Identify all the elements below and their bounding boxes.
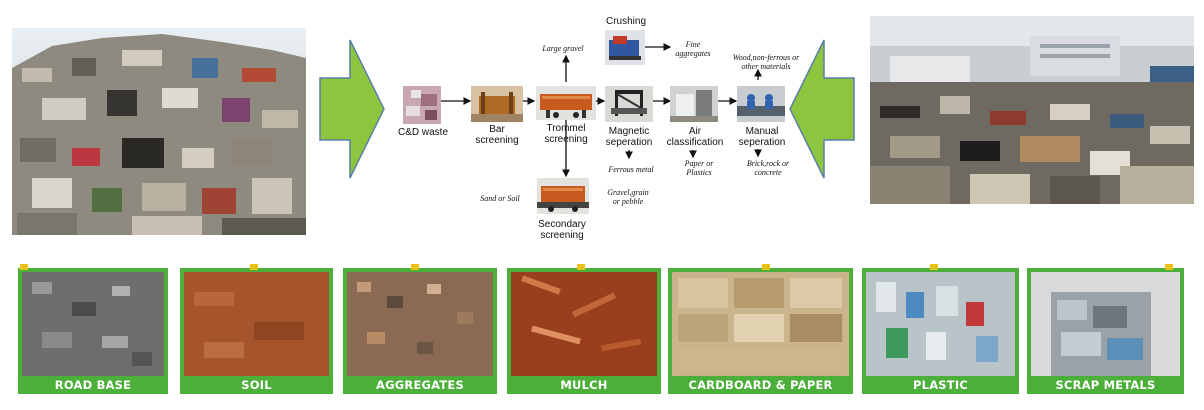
brick-label: Brick,rock or concrete <box>746 159 790 177</box>
cardboard-image <box>672 272 849 376</box>
ferrous-label: Ferrous metal <box>608 165 654 174</box>
secondary-screening-image <box>537 178 589 214</box>
gravel-label: Gravel,grain or pebble <box>607 188 649 206</box>
secondary-label: Secondary screening <box>538 219 586 241</box>
crushing-label: Crushing <box>605 16 647 27</box>
bar-screening-image <box>471 86 523 122</box>
product-label: SOIL <box>241 378 272 392</box>
air-label: Air classification <box>666 126 724 148</box>
soil-image <box>184 272 329 376</box>
manual-separation-image <box>737 86 785 122</box>
sand-label: Sand or Soil <box>480 194 520 203</box>
crushing-image <box>605 30 645 65</box>
large-gravel-label: Large gravel <box>542 44 584 53</box>
product-tile-mulch: MULCH <box>507 264 661 394</box>
product-tile-plastic: PLASTIC <box>862 264 1019 394</box>
magnetic-label: Magnetic seperation <box>605 126 653 148</box>
product-label: PLASTIC <box>913 378 968 392</box>
product-tile-aggregates: AGGREGATES <box>343 264 497 394</box>
trommel-label: Trommel screening <box>544 123 588 145</box>
product-label: MULCH <box>560 378 608 392</box>
product-label: SCRAP METALS <box>1055 378 1156 392</box>
product-tile-scrap-metals: SCRAP METALS <box>1027 264 1184 394</box>
paper-label: Paper or Plastics <box>684 159 714 177</box>
magnetic-image <box>605 86 653 122</box>
wood-label: Wood,non-ferrous or other materials <box>732 53 800 71</box>
cd-waste-image <box>403 86 441 124</box>
waste-field-photo <box>870 16 1194 204</box>
cd-waste-label: C&D waste <box>397 127 448 138</box>
product-label: CARDBOARD & PAPER <box>688 378 833 392</box>
product-tile-cardboard-paper: CARDBOARD & PAPER <box>668 264 853 394</box>
plastic-image <box>866 272 1015 376</box>
fine-aggregates-label: Fine aggregates <box>675 40 711 58</box>
aggregates-image <box>347 272 493 376</box>
product-label: AGGREGATES <box>376 378 464 392</box>
waste-pile-photo <box>12 28 306 235</box>
product-tile-road-base: ROAD BASE <box>18 264 168 394</box>
trommel-image <box>536 86 596 120</box>
scrap-metals-image <box>1031 272 1180 376</box>
bar-screening-label: Bar screening <box>475 124 519 146</box>
arrow-right-icon <box>319 39 385 179</box>
product-tile-soil: SOIL <box>180 264 333 394</box>
mulch-image <box>511 272 657 376</box>
road-base-image <box>22 272 164 376</box>
air-classification-image <box>670 86 718 122</box>
manual-label: Manual seperation <box>738 126 786 148</box>
product-label: ROAD BASE <box>54 378 132 392</box>
arrow-left-icon <box>789 39 855 179</box>
